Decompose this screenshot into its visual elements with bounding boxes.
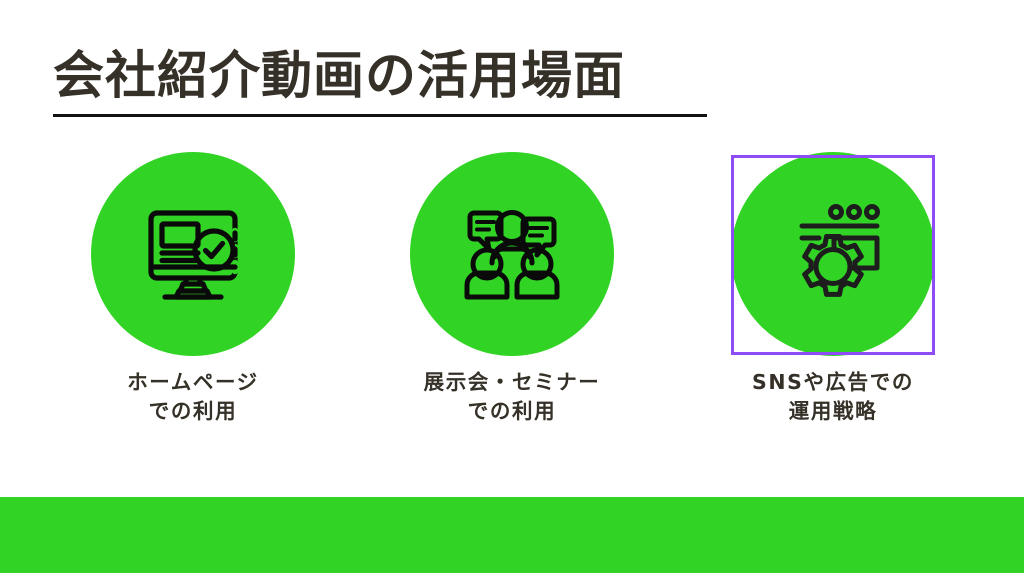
people-speech-bubbles-icon [453, 195, 571, 313]
icon-card-label-sns-ads: SNSや広告での 運用戦略 [713, 368, 953, 426]
browser-gear-settings-icon [774, 195, 892, 313]
icon-cards-row: ホームページ での利用 [0, 150, 1024, 430]
icon-circle-wrap-homepage [91, 152, 295, 356]
label-line-2: での利用 [467, 399, 557, 424]
icon-circle-seminar [410, 152, 614, 356]
label-line-1: ホームページ [127, 370, 259, 394]
label-line-1: SNSや広告での [752, 370, 914, 394]
page-title: 会社紹介動画の活用場面 [53, 47, 626, 106]
label-line-2: 運用戦略 [788, 399, 878, 424]
icon-circle-wrap-sns-ads [731, 152, 935, 356]
icon-card-label-seminar: 展示会・セミナー での利用 [392, 368, 632, 426]
monitor-webpage-check-icon [134, 195, 252, 313]
icon-card-sns-ads[interactable]: SNSや広告での 運用戦略 [713, 150, 953, 430]
icon-circle-homepage [91, 152, 295, 356]
icon-card-seminar[interactable]: 展示会・セミナー での利用 [392, 150, 632, 430]
title-block: 会社紹介動画の活用場面 [53, 47, 753, 117]
icon-card-label-homepage: ホームページ での利用 [73, 368, 313, 426]
label-line-2: での利用 [148, 399, 238, 424]
label-line-1: 展示会・セミナー [423, 370, 601, 394]
icon-card-homepage[interactable]: ホームページ での利用 [73, 150, 313, 430]
footer-accent-bar [0, 497, 1024, 573]
icon-circle-sns-ads [731, 152, 935, 356]
icon-circle-wrap-seminar [410, 152, 614, 356]
title-underline-rule [53, 114, 707, 117]
